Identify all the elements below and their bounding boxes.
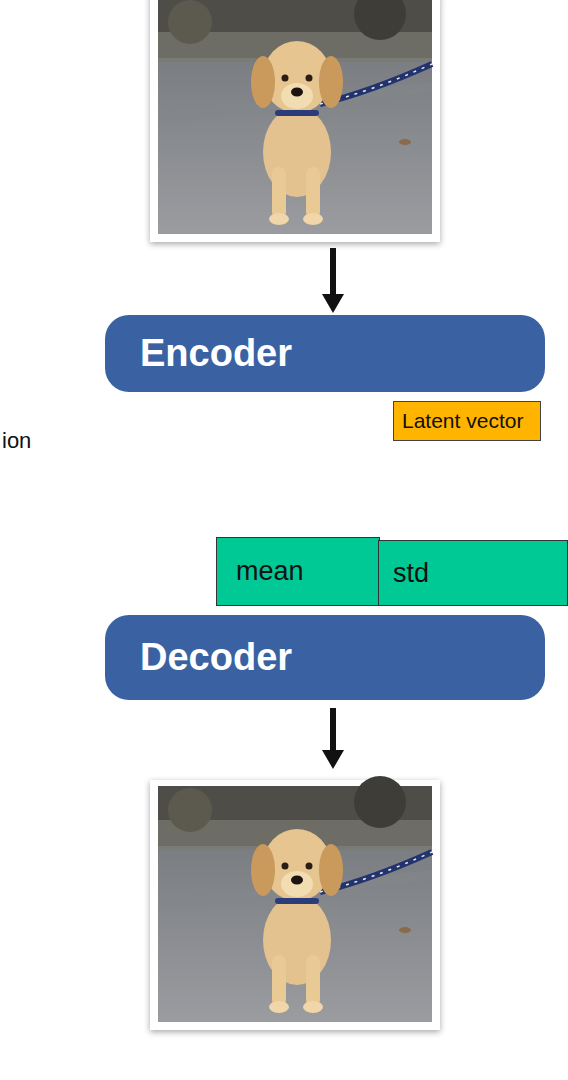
latent-vector-box: Latent vector: [393, 401, 541, 441]
decoder-block: Decoder: [105, 615, 545, 700]
output-photo: [150, 776, 440, 1030]
flow-arrow: [322, 248, 344, 313]
input-photo: [150, 0, 440, 242]
node-label: Decoder: [140, 636, 292, 679]
node-label: Encoder: [140, 332, 292, 375]
std-box: std: [378, 540, 568, 606]
flow-arrow: [322, 708, 344, 769]
node-label: std: [393, 558, 429, 589]
mean-box: mean: [216, 537, 380, 606]
cut-off-label: ion: [2, 428, 31, 454]
node-label: mean: [236, 556, 304, 587]
encoder-block: Encoder: [105, 315, 545, 392]
node-label: Latent vector: [402, 409, 523, 433]
